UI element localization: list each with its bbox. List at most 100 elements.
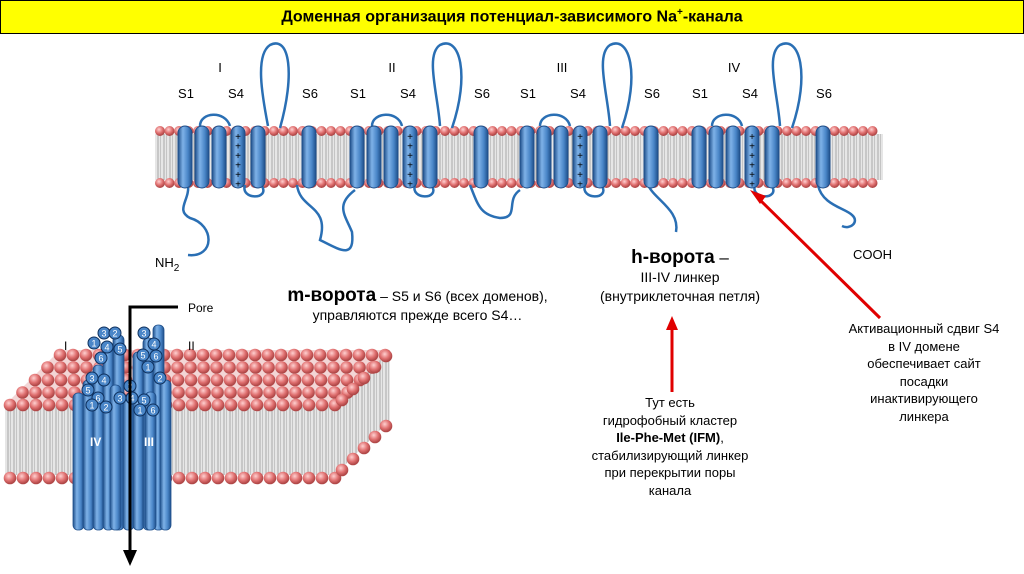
lipid-head	[327, 373, 341, 387]
lipid-head	[357, 371, 371, 385]
channel-cylinder	[132, 351, 145, 531]
lipid-head	[185, 471, 199, 485]
label-s6: S6	[302, 86, 318, 101]
charge-plus: +	[577, 161, 583, 172]
lipid-head	[314, 373, 328, 387]
lipid-head	[315, 386, 328, 399]
m-gate-text-2: управляются прежде всего S4…	[312, 307, 523, 323]
lipid-head	[198, 386, 211, 399]
lipid-head	[183, 348, 197, 362]
lipid-head	[211, 398, 225, 412]
lipid-head	[155, 178, 165, 188]
lipid-head	[379, 349, 393, 363]
charge-plus: +	[577, 151, 583, 162]
lipid-head	[288, 178, 298, 188]
lipid-head	[858, 178, 868, 188]
lipid-head	[172, 386, 185, 399]
lipid-head	[237, 386, 250, 399]
lipid-head	[269, 126, 279, 136]
lipid-head	[222, 348, 236, 362]
helix-cap: 4	[147, 337, 161, 351]
lipid-head	[365, 348, 379, 362]
lipid-head	[668, 178, 678, 188]
lipid-head	[301, 373, 315, 387]
lipid-head	[368, 360, 382, 374]
lipid-head	[301, 361, 314, 374]
charge-plus: +	[749, 161, 755, 172]
lipid-head	[487, 126, 498, 136]
helix-cap: 2	[99, 400, 113, 414]
lipid-head	[326, 348, 340, 362]
lipid-head	[184, 361, 197, 374]
membrane-3d	[3, 348, 393, 485]
domain-roman-4: IV	[728, 60, 741, 75]
lipid-head	[250, 398, 264, 412]
lipid-head	[42, 471, 56, 485]
helix-cap: 1	[133, 403, 147, 417]
charge-plus: +	[407, 180, 413, 191]
lipid-head	[55, 386, 68, 399]
lipid-head	[839, 126, 849, 136]
charge-plus: +	[407, 161, 413, 172]
helix-number: 5	[85, 386, 90, 396]
lipid-head	[506, 126, 517, 136]
lipid-head	[278, 178, 289, 188]
label-s1: S1	[520, 86, 536, 101]
helix-cap: 5	[136, 348, 150, 362]
lipid-head	[302, 386, 315, 399]
helix-number: 2	[103, 403, 108, 413]
lipid-head	[658, 178, 669, 188]
label-s4: S4	[228, 86, 244, 101]
lipid-head	[16, 398, 30, 412]
lipid-head	[237, 471, 251, 485]
lipid-head	[185, 398, 199, 412]
lipid-head	[42, 398, 56, 412]
helix-d2-s2	[366, 125, 382, 189]
lipid-head	[459, 178, 469, 188]
lipid-head	[449, 126, 460, 136]
helix-cap: 4	[125, 391, 139, 405]
domain-3d-label-ii: II	[188, 339, 195, 353]
lipid-head	[611, 126, 621, 136]
label-s6: S6	[474, 86, 490, 101]
charge-plus: +	[577, 142, 583, 153]
lipid-head	[630, 178, 640, 188]
charge-plus: +	[407, 132, 413, 143]
lipid-head	[276, 386, 289, 399]
lipid-head	[314, 361, 327, 374]
helix-cap: 2	[153, 371, 167, 385]
lipid-head	[211, 471, 225, 485]
lipid-head	[155, 126, 165, 136]
lipid-head	[184, 373, 198, 387]
helix-number: 5	[141, 396, 146, 406]
pore-arrow	[123, 305, 178, 566]
helix-cap: 5	[81, 383, 95, 397]
helix-number: 6	[95, 394, 100, 404]
label-s4: S4	[570, 86, 586, 101]
helix-d4-s1	[691, 125, 707, 189]
lipid-head	[42, 386, 55, 399]
lipid-head	[497, 178, 507, 188]
lipid-head	[79, 348, 93, 362]
domain-roman-2: II	[388, 60, 395, 75]
charge-plus: +	[235, 151, 241, 162]
lipid-head	[335, 393, 349, 407]
lipid-head	[313, 348, 327, 362]
lipid-head	[449, 178, 460, 188]
lipid-head	[335, 178, 346, 188]
lipid-head	[340, 361, 353, 374]
lipid-head	[185, 386, 198, 399]
helix-number: 1	[91, 339, 96, 349]
lipid-head	[249, 361, 262, 374]
lipid-head	[346, 452, 360, 466]
helix-number: 1	[137, 406, 142, 416]
lipid-head	[250, 471, 264, 485]
charge-plus: +	[407, 151, 413, 162]
helix-cap: 3	[113, 391, 127, 405]
lipid-head	[263, 386, 276, 399]
lipid-head	[302, 398, 316, 412]
charge-plus: +	[577, 132, 583, 143]
label-s6: S6	[816, 86, 832, 101]
helix-cap: 1	[87, 336, 101, 350]
